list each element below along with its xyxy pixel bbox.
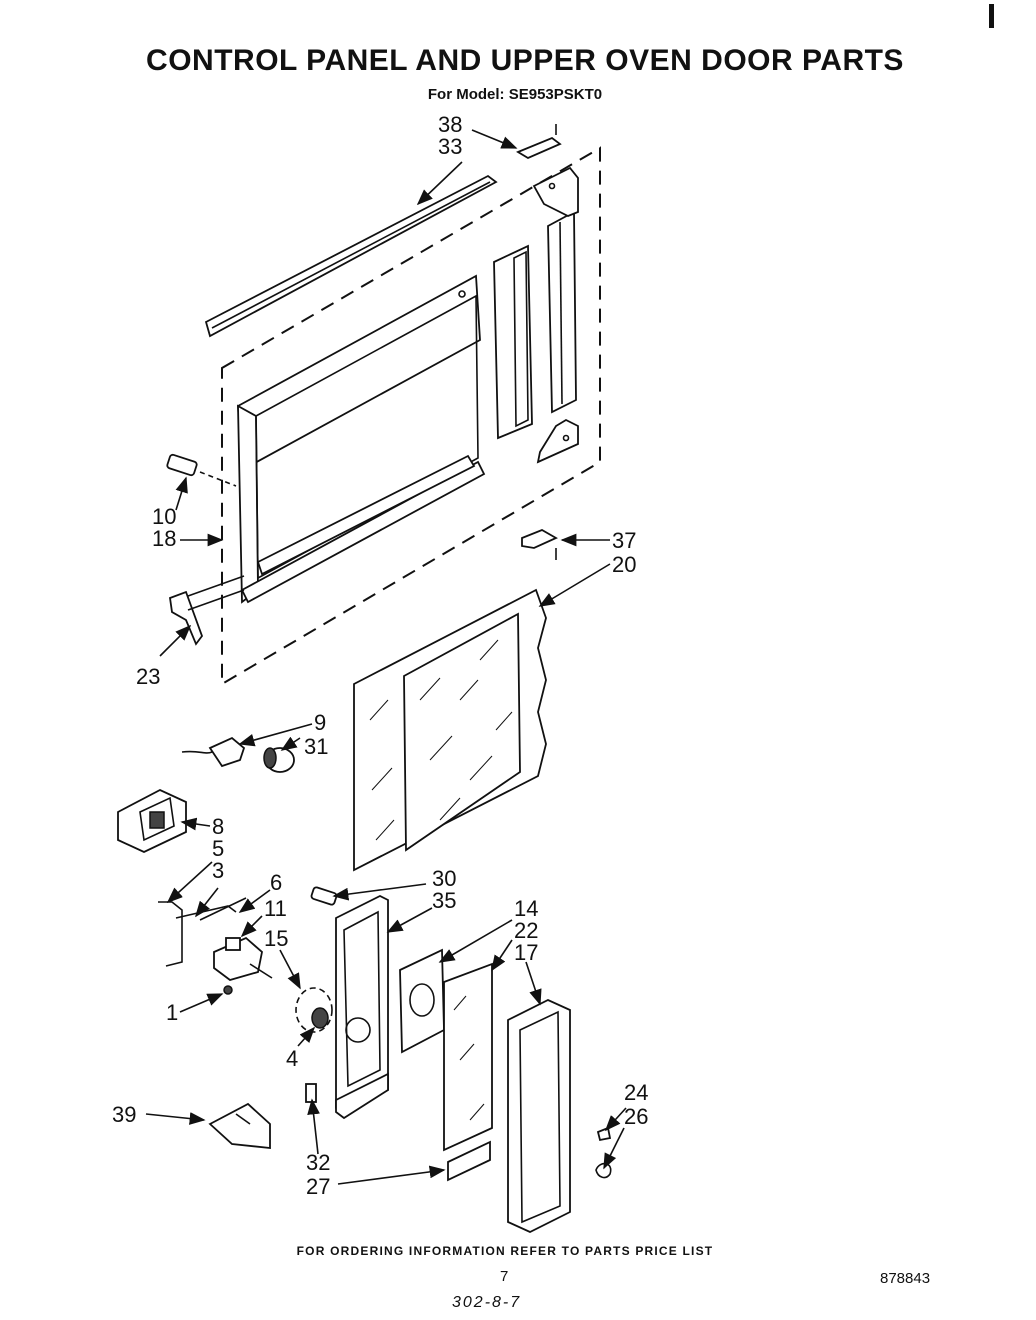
document-number: 878843 (880, 1270, 931, 1287)
part-17-trim-frame (507, 999, 571, 1233)
part-37-clip (521, 529, 558, 560)
part-27-nameplate (447, 1140, 491, 1182)
callout-4: 4 (286, 1046, 298, 1071)
page-number: 7 (500, 1268, 509, 1285)
part-24-button (596, 1126, 612, 1142)
callout-1: 1 (166, 1000, 178, 1025)
part-9-switch (181, 736, 246, 768)
part-20-glass-assembly (353, 588, 547, 872)
part-33-top-trim (204, 174, 498, 338)
part-14-clock-plate (399, 948, 445, 1054)
part-22-glass (443, 962, 493, 1152)
handwritten-code: 302-8-7 (452, 1294, 522, 1311)
callout-18: 18 (152, 526, 176, 551)
callout-10: 10 (152, 504, 176, 529)
callout-37: 37 (612, 528, 636, 553)
callout-23: 23 (136, 664, 160, 689)
callout-8: 8 (212, 814, 224, 839)
part-32-clip (305, 1083, 317, 1103)
callout-24: 24 (624, 1080, 648, 1105)
callout-39: 39 (112, 1102, 136, 1127)
part-38-clip (516, 124, 562, 160)
part-11-valve (213, 936, 273, 995)
callout-6: 6 (270, 870, 282, 895)
callout-17: 17 (514, 940, 538, 965)
callout-30: 30 (432, 866, 456, 891)
vertical-trim (547, 210, 577, 414)
page-title: CONTROL PANEL AND UPPER OVEN DOOR PARTS (146, 44, 904, 77)
callout-35: 35 (432, 888, 456, 913)
callout-26: 26 (624, 1104, 648, 1129)
side-channel (493, 244, 533, 440)
callout-5: 5 (212, 836, 224, 861)
part-8-transformer (117, 788, 187, 853)
callout-20: 20 (612, 552, 636, 577)
model-label: For Model: SE953PSKT0 (427, 86, 603, 103)
callout-38: 38 (438, 112, 462, 137)
part-31-knob (263, 747, 295, 773)
part-18-door-frame (237, 274, 486, 604)
callout-3: 3 (212, 858, 224, 883)
callout-27: 27 (306, 1174, 330, 1199)
callout-14: 14 (514, 896, 538, 921)
part-30-screw (310, 886, 338, 906)
part-26-spring (595, 1162, 612, 1179)
part-4-knob (311, 1007, 329, 1029)
callout-31: 31 (304, 734, 328, 759)
callout-11: 11 (264, 896, 287, 921)
corner-mark (989, 4, 994, 28)
callout-32: 32 (306, 1150, 330, 1175)
callout-33: 33 (438, 134, 462, 159)
leader-lines (145, 129, 627, 1185)
callout-9: 9 (314, 710, 326, 735)
assembly-boundary (221, 146, 601, 686)
corner-bracket-top (532, 166, 579, 217)
corner-bracket-bottom (536, 418, 579, 464)
part-39-heat-shield (208, 1102, 271, 1149)
part-23-hinge (169, 575, 245, 646)
callout-15: 15 (264, 926, 288, 951)
ordering-note: FOR ORDERING INFORMATION REFER TO PARTS … (296, 1244, 714, 1258)
callout-22: 22 (514, 918, 538, 943)
part-35-control-panel (335, 894, 389, 1120)
part-10-screw (166, 453, 237, 487)
